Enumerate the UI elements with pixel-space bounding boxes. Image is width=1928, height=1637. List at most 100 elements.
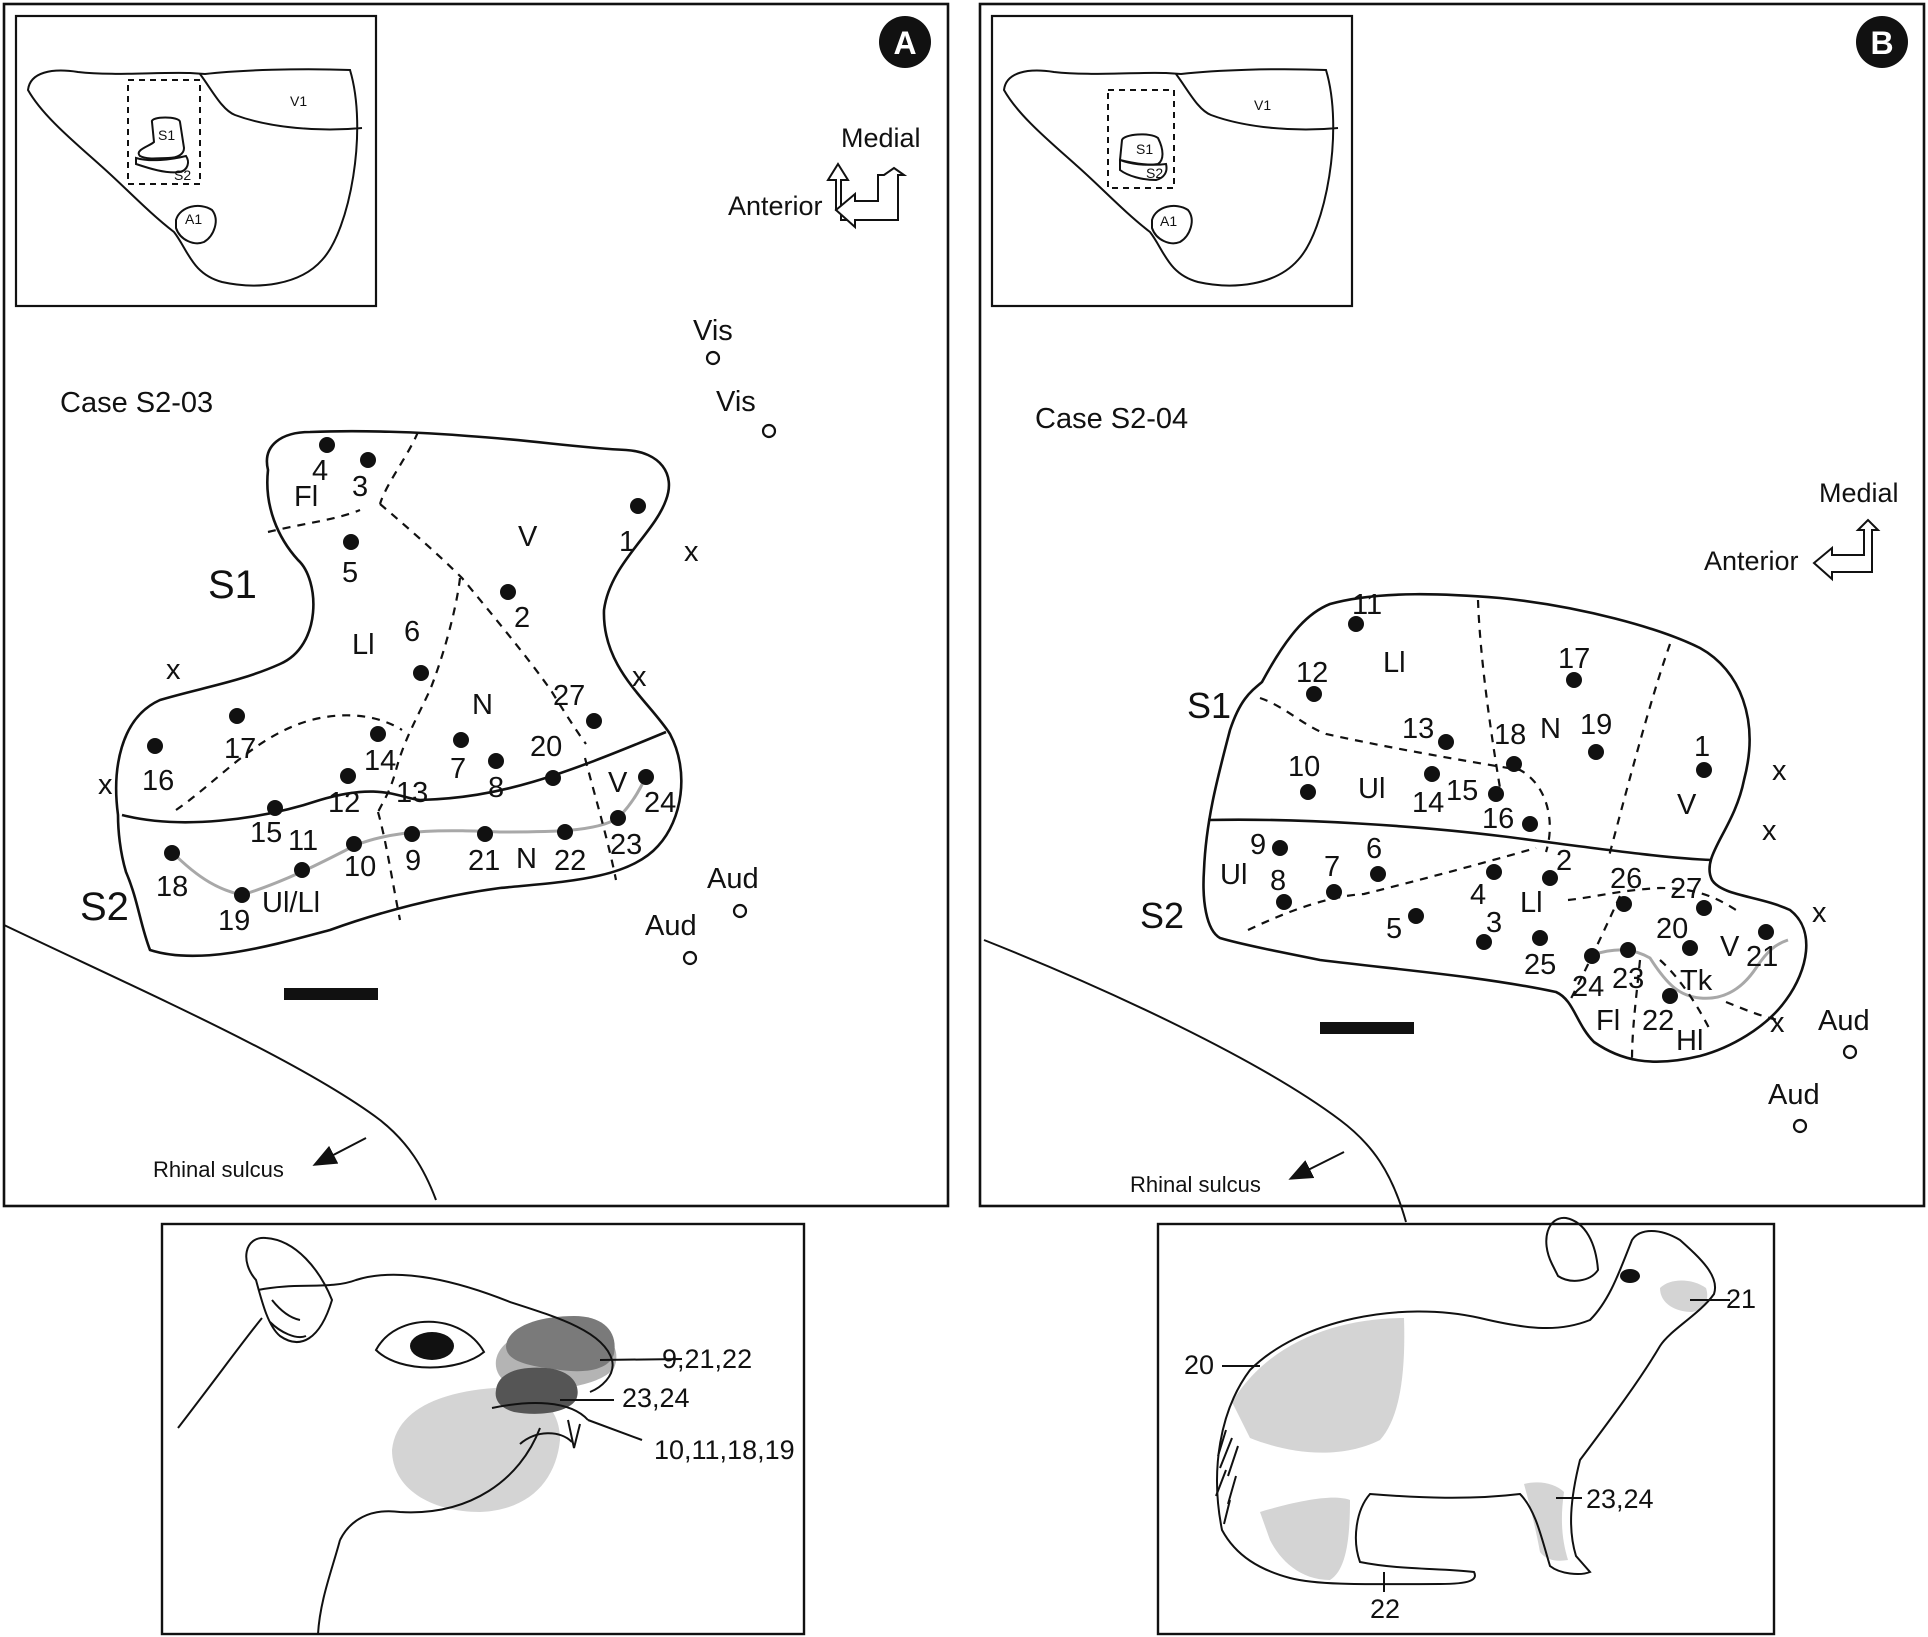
site-label: 16 (142, 765, 174, 797)
inset-s1-label: S1 (158, 127, 175, 143)
panel-a-sites: 1 2 3 4 5 6 7 8 9 10 11 12 13 14 15 16 1… (142, 437, 676, 937)
site-dot (340, 768, 356, 784)
site-label: 26 (1610, 863, 1642, 895)
site-label: 3 (1486, 907, 1502, 939)
dash-s2-b (583, 757, 618, 881)
aud-site-1 (732, 903, 748, 919)
rhinal-sulcus-line (983, 939, 1407, 1223)
scale-bar (284, 988, 378, 1000)
inset-roi-box (1107, 89, 1175, 189)
site-dot (1272, 840, 1288, 856)
site-label: 20 (1656, 913, 1688, 945)
site-dot (1424, 766, 1440, 782)
region-v-label: V (1677, 789, 1697, 821)
site-label: 4 (312, 455, 328, 487)
ear-icon (245, 1236, 334, 1343)
dash-ul (175, 714, 403, 811)
ear-icon (1545, 1216, 1600, 1282)
site-label: 23 (1612, 963, 1644, 995)
orientation-elbow-icon (834, 166, 908, 230)
site-label: 7 (450, 753, 466, 785)
site-label: 5 (342, 557, 358, 589)
panel-b-inset: V1 S1 S2 A1 (990, 14, 1354, 308)
site-label: 19 (218, 905, 250, 937)
site-dot (1532, 930, 1548, 946)
region-n-label: N (472, 689, 493, 721)
inset-a1-area (175, 204, 217, 245)
aud-label-2: Aud (645, 910, 697, 942)
body-label-22: 22 (1370, 1594, 1400, 1624)
vis-site-2 (761, 423, 777, 439)
site-dot (1370, 866, 1386, 882)
brain-outline (1002, 68, 1335, 287)
body-label-21: 21 (1726, 1284, 1756, 1314)
x-marker-4: x (1770, 1007, 1785, 1039)
site-label: 23 (610, 829, 642, 861)
case-label: Case S2-03 (60, 387, 213, 419)
site-dot (294, 862, 310, 878)
site-label: 18 (156, 871, 188, 903)
site-dot (1616, 896, 1632, 912)
head-figure-frame (160, 1222, 806, 1636)
inset-v1-label: V1 (290, 93, 307, 109)
region-hl-label: Hl (1676, 1025, 1703, 1057)
site-dot (1588, 744, 1604, 760)
site-label: 12 (328, 787, 360, 819)
site-dot (1696, 762, 1712, 778)
site-dot (370, 726, 386, 742)
site-dot (267, 800, 283, 816)
region-ll-label: Ll (1383, 647, 1406, 679)
panel-b-sites: 1 2 3 4 5 6 7 8 9 10 11 12 13 14 15 16 1… (1250, 589, 1778, 1037)
head-label-2: 23,24 (622, 1383, 690, 1413)
site-label: 9 (405, 845, 421, 877)
head-label-3: 10,11,18,19 (654, 1435, 795, 1465)
rhinal-label: Rhinal sulcus (153, 1157, 284, 1182)
s2-trace (1591, 938, 1789, 1000)
ear-inner (269, 1299, 307, 1338)
region-v-label: V (518, 521, 538, 553)
eye-icon (1620, 1269, 1640, 1283)
orientation-medial: Medial (841, 123, 921, 153)
incisor-icon (567, 1419, 581, 1449)
site-label: 6 (404, 616, 420, 648)
site-label: 27 (1670, 873, 1702, 905)
site-dot (545, 770, 561, 786)
shade-snout (506, 1316, 615, 1372)
site-dot (319, 437, 335, 453)
area-s1-label: S1 (208, 563, 257, 607)
site-dot (1276, 894, 1292, 910)
aud-site-1 (1842, 1044, 1858, 1060)
site-label: 24 (644, 787, 676, 819)
dash-fl (267, 508, 361, 534)
dash-c (1606, 643, 1672, 861)
site-dot (229, 708, 245, 724)
region-ll2-label: Ll (1520, 887, 1543, 919)
inset-a1-label: A1 (1160, 213, 1177, 229)
inset-roi-box (127, 79, 201, 185)
brain-outline (26, 68, 359, 287)
site-dot (477, 826, 493, 842)
dash-f (1567, 895, 1622, 1005)
region-ul-label: Ul (1358, 773, 1385, 805)
case-label: Case S2-04 (1035, 403, 1188, 435)
panel-b: B V1 S1 S2 A1 Medial Anterior Case S2-04 (978, 2, 1926, 1636)
site-dot (147, 738, 163, 754)
s1-s2-outline (114, 429, 683, 958)
site-dot (234, 887, 250, 903)
region-n-label: N (1540, 713, 1561, 745)
x-marker-3: x (166, 654, 181, 686)
rhinal-sulcus-line (3, 924, 437, 1201)
site-label: 6 (1366, 833, 1382, 865)
panel-a-badge-label: A (893, 25, 916, 61)
aud-site-2 (1792, 1118, 1808, 1134)
orientation-medial: Medial (1819, 478, 1899, 508)
site-dot (1306, 686, 1322, 702)
aud-label-1: Aud (707, 863, 759, 895)
head-outline (177, 1273, 614, 1635)
x-marker-2: x (1762, 815, 1777, 847)
site-dot (488, 753, 504, 769)
site-label: 21 (468, 845, 500, 877)
x-marker-3: x (1812, 897, 1827, 929)
panel-b-frame (978, 2, 1926, 1208)
site-dot (1408, 908, 1424, 924)
